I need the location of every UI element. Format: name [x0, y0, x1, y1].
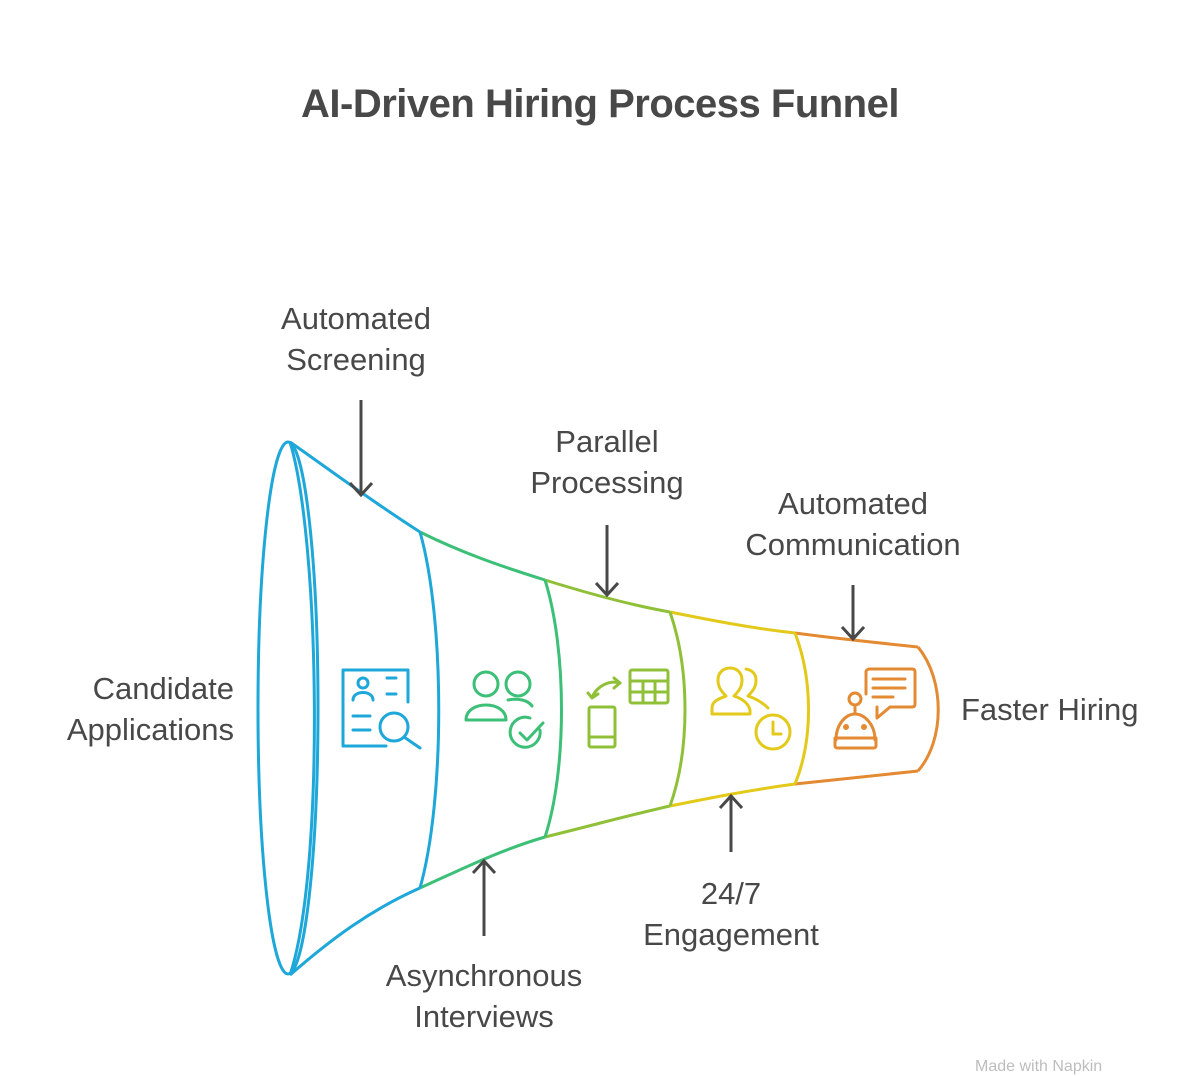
stage-label-line-1: Automated — [778, 486, 928, 521]
funnel-mouth — [256, 440, 320, 976]
stage-label-line-2: Interviews — [414, 999, 554, 1034]
funnel-top-edge-4 — [669, 610, 796, 635]
device-sync-table-icon — [586, 668, 670, 749]
stage-label-line-1: Asynchronous — [385, 958, 583, 993]
funnel-bottom-edge-1 — [289, 886, 421, 977]
users-clock-icon — [710, 666, 792, 751]
diagram-title: AI-Driven Hiring Process Funnel — [301, 82, 899, 126]
stage-label-parallel-processing: Parallel Processing — [507, 421, 707, 503]
stage-label-line-1: 24/7 — [700, 876, 762, 911]
stage-label-line-2: Communication — [745, 527, 961, 562]
arrow-asynchronous-interviews — [471, 858, 497, 936]
stage-label-line-1: Parallel — [555, 424, 659, 459]
input-label-candidate-applications: Candidate Applications — [40, 668, 234, 750]
candidate-search-icon — [341, 668, 422, 750]
stage-label-line-2: Engagement — [643, 917, 819, 952]
funnel-top-edge-3 — [544, 578, 671, 614]
stage-label-line-2: Screening — [286, 342, 426, 377]
section-divider-3 — [668, 611, 687, 807]
funnel-bottom-edge-3 — [544, 804, 671, 839]
funnel-bottom-edge-2 — [419, 835, 546, 890]
stage-label-247-engagement: 24/7 Engagement — [626, 873, 836, 955]
funnel-bottom-edge-5 — [794, 769, 919, 786]
section-divider-4 — [793, 632, 810, 785]
section-divider-1 — [418, 531, 441, 889]
stage-label-automated-screening: Automated Screening — [256, 298, 456, 380]
funnel-mouth-inner — [288, 441, 316, 976]
input-label-line-2: Applications — [66, 712, 234, 747]
input-label-line-1: Candidate — [92, 671, 234, 706]
arrow-automated-screening — [348, 400, 374, 498]
stage-label-line-2: Processing — [530, 465, 684, 500]
funnel-end-cap — [916, 646, 940, 772]
arrow-automated-communication — [840, 585, 866, 642]
watermark: Made with Napkin — [975, 1058, 1103, 1075]
funnel-top-edge-5 — [794, 631, 919, 649]
stage-label-automated-communication: Automated Communication — [713, 483, 993, 565]
output-label-faster-hiring: Faster Hiring — [961, 692, 1139, 727]
users-check-icon — [464, 670, 545, 749]
stage-label-asynchronous-interviews: Asynchronous Interviews — [364, 955, 604, 1037]
stage-label-line-1: Automated — [281, 301, 431, 336]
chatbot-message-icon — [833, 667, 917, 750]
arrow-247-engagement — [718, 793, 744, 852]
funnel-top-edge-2 — [419, 530, 546, 582]
arrow-parallel-processing — [594, 525, 620, 598]
section-divider-2 — [543, 579, 563, 838]
